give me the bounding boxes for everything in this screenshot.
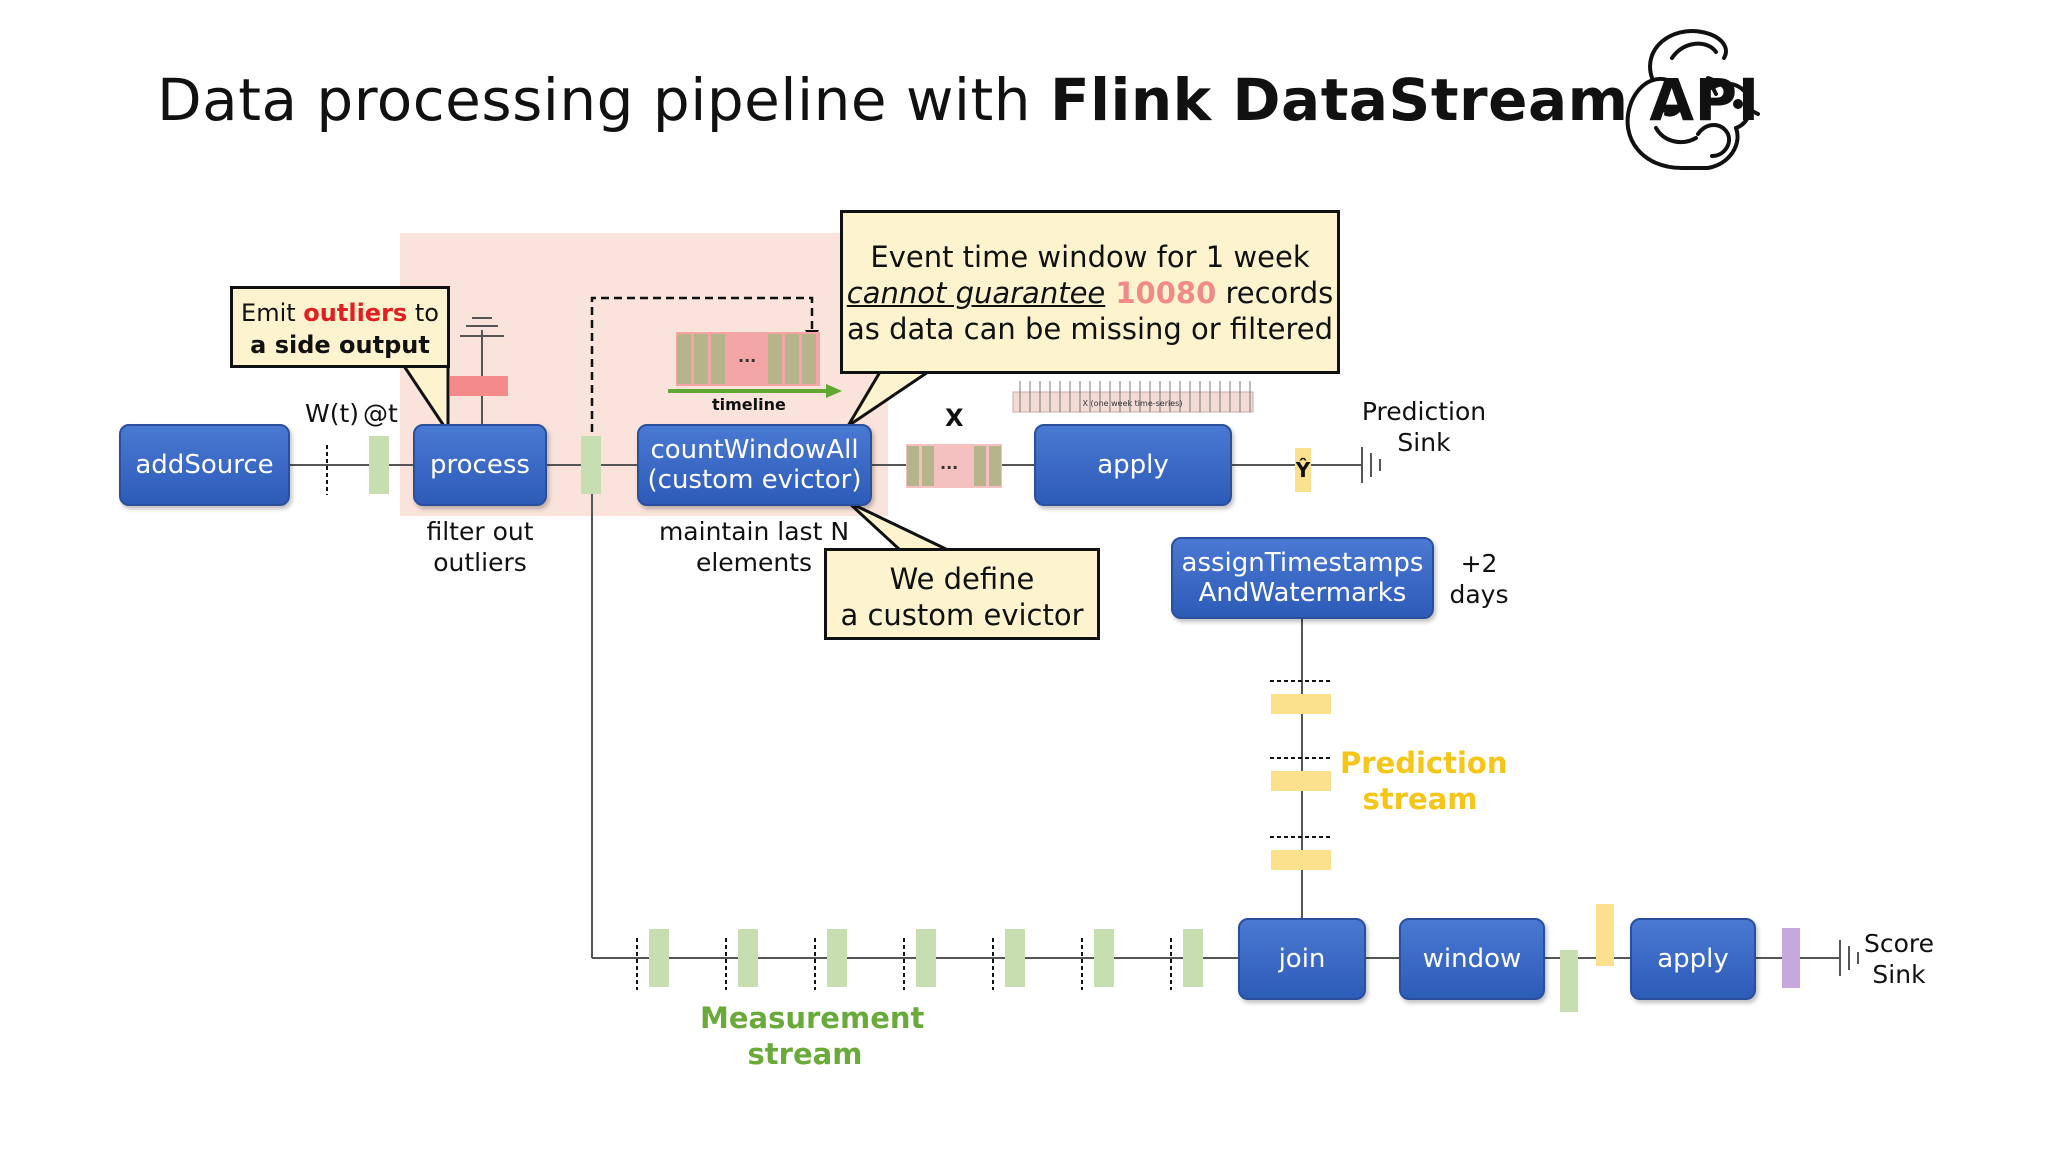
window-node[interactable]: window bbox=[1399, 918, 1545, 1000]
callout-custom-evictor: We define a custom evictor bbox=[824, 548, 1100, 640]
prediction-yhat-marker: Ŷ bbox=[1295, 448, 1311, 492]
callout-side-output: Emit outliers to a side output bbox=[230, 286, 450, 368]
window-buffer-dots: ... bbox=[738, 347, 757, 366]
x-label: X bbox=[945, 404, 964, 432]
apply-node[interactable]: apply bbox=[1034, 424, 1232, 506]
countwindowall-node[interactable]: countWindowAll(custom evictor) bbox=[637, 424, 872, 506]
addsource-node[interactable]: addSource bbox=[119, 424, 290, 506]
timeline-label: timeline bbox=[712, 395, 786, 414]
wt-label: W(t) bbox=[305, 399, 360, 428]
callout-event-time-window: Event time window for 1 week cannot guar… bbox=[840, 210, 1340, 374]
page-title: Data processing pipeline with Flink Data… bbox=[157, 66, 1760, 134]
window-output-dots: ... bbox=[940, 454, 959, 473]
flink-squirrel-logo bbox=[1625, 29, 1760, 170]
process-node[interactable]: process bbox=[413, 424, 547, 506]
time-series-strip-label: X (one week time-series) bbox=[1082, 399, 1183, 408]
apply-score-node[interactable]: apply bbox=[1630, 918, 1756, 1000]
join-node[interactable]: join bbox=[1238, 918, 1366, 1000]
at-label: @t bbox=[363, 399, 398, 428]
